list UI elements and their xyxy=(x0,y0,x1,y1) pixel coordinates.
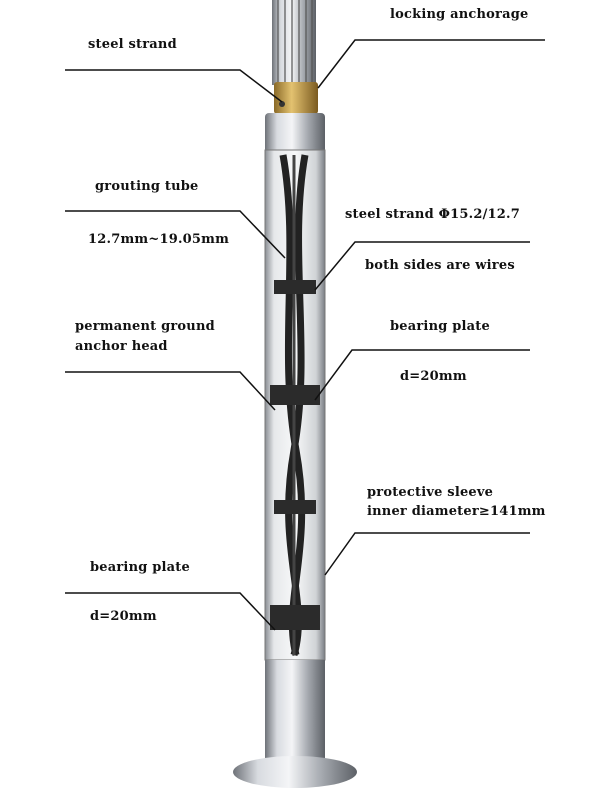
label-anchor-head-2: anchor head xyxy=(75,339,168,354)
label-sleeve-1: protective sleeve xyxy=(367,485,494,500)
label-bearing-plate-left: bearing plate xyxy=(90,560,190,575)
locking-anchorage-ring xyxy=(274,82,318,114)
label-locking-anchorage: locking anchorage xyxy=(390,7,529,22)
label-bearing-plate-right-d: d=20mm xyxy=(400,369,467,384)
label-bearing-plate-left-d: d=20mm xyxy=(90,609,157,624)
label-grouting-tube: grouting tube xyxy=(95,179,199,194)
steel-strands-top xyxy=(272,0,316,85)
leader-lines xyxy=(65,39,545,631)
label-grouting-tube-size: 12.7mm~19.05mm xyxy=(88,232,230,247)
label-sleeve-2: inner diameter≥141mm xyxy=(367,504,546,519)
label-both-sides-wires: both sides are wires xyxy=(365,258,515,273)
base-disc xyxy=(233,756,357,788)
top-cap xyxy=(265,113,325,153)
bottom-column xyxy=(265,660,325,760)
inner-plates xyxy=(270,280,320,630)
label-anchor-head-1: permanent ground xyxy=(75,319,215,334)
label-bearing-plate-right: bearing plate xyxy=(390,319,490,334)
label-steel-strand: steel strand xyxy=(88,37,177,52)
label-steel-strand-spec: steel strand Φ15.2/12.7 xyxy=(345,207,520,222)
